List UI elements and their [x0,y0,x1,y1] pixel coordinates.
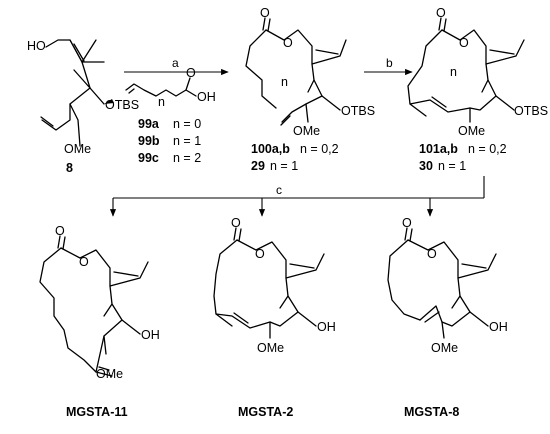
ester-o-label: O [79,255,89,269]
ome-label: OMe [96,367,123,381]
oh-label: OH [141,328,160,342]
step-c-label: c [276,183,282,197]
ester-o-label: O [283,36,293,50]
carbonyl-o-label: O [402,216,412,230]
ome-label: OMe [257,341,284,355]
product-name: MGSTA-2 [238,405,293,419]
carbonyl-o-label: O [231,216,241,230]
compound-99b-n: n = 1 [173,134,201,148]
ome-label: OMe [458,124,485,138]
compound-99: O OH n 99a n = 0 99b n = 1 99c n = 2 [125,66,216,165]
product-name: MGSTA-11 [66,405,128,419]
ome-label: OMe [293,124,320,138]
compound-101ab-label: 101a,b [419,142,458,156]
ho-label: HO [27,39,46,53]
acid-oh-label: OH [197,90,216,104]
compound-100ab-label: 100a,b [251,142,290,156]
ester-o-label: O [459,36,469,50]
step-b-arrow: b [364,56,413,76]
compound-99a-label: 99a [138,117,160,131]
compound-29-n: n = 1 [270,159,298,173]
product-mgsta-11: O O OH OMe MGSTA-11 [39,224,160,419]
ester-o-label: O [255,247,265,261]
compound-101: O O n OTBS OMe 101a,b n = 0,2 30 n = 1 [407,6,548,173]
chain-n-label: n [158,95,165,109]
compound-30-n: n = 1 [438,159,466,173]
compound-100: O O n OTBS OMe 100a,b n = 0,2 29 n = 1 [245,6,375,173]
chain-n-label: n [450,65,457,79]
oh-label: OH [489,320,508,334]
compound-101ab-n: n = 0,2 [468,142,507,156]
compound-99c-n: n = 2 [173,151,201,165]
product-name: MGSTA-8 [404,405,459,419]
otbs-label: OTBS [341,104,375,118]
carbonyl-o-label: O [55,224,65,238]
chain-n-label: n [281,75,288,89]
otbs-label: OTBS [105,98,139,112]
compound-99b-label: 99b [138,134,160,148]
compound-99a-n: n = 0 [173,117,201,131]
compound-label: 8 [66,161,73,175]
carbonyl-o-label: O [260,6,270,20]
step-b-label: b [386,56,393,70]
product-mgsta-2: O O OH OMe MGSTA-2 [213,216,336,419]
compound-99c-label: 99c [138,151,159,165]
compound-8: HO OTBS OMe 8 [27,39,139,175]
step-a-arrow: a [124,56,229,76]
step-c-arrows: c [109,176,485,217]
step-a-label: a [172,56,179,70]
ome-label: OMe [64,142,91,156]
compound-29-label: 29 [251,159,265,173]
compound-100ab-n: n = 0,2 [300,142,339,156]
compound-30-label: 30 [419,159,433,173]
carbonyl-o-label: O [436,6,446,20]
otbs-label: OTBS [514,104,548,118]
product-mgsta-8: O O OH OMe MGSTA-8 [387,216,508,419]
ester-o-label: O [427,247,437,261]
ome-label: OMe [431,341,458,355]
acid-o-label: O [186,66,196,80]
oh-label: OH [317,320,336,334]
